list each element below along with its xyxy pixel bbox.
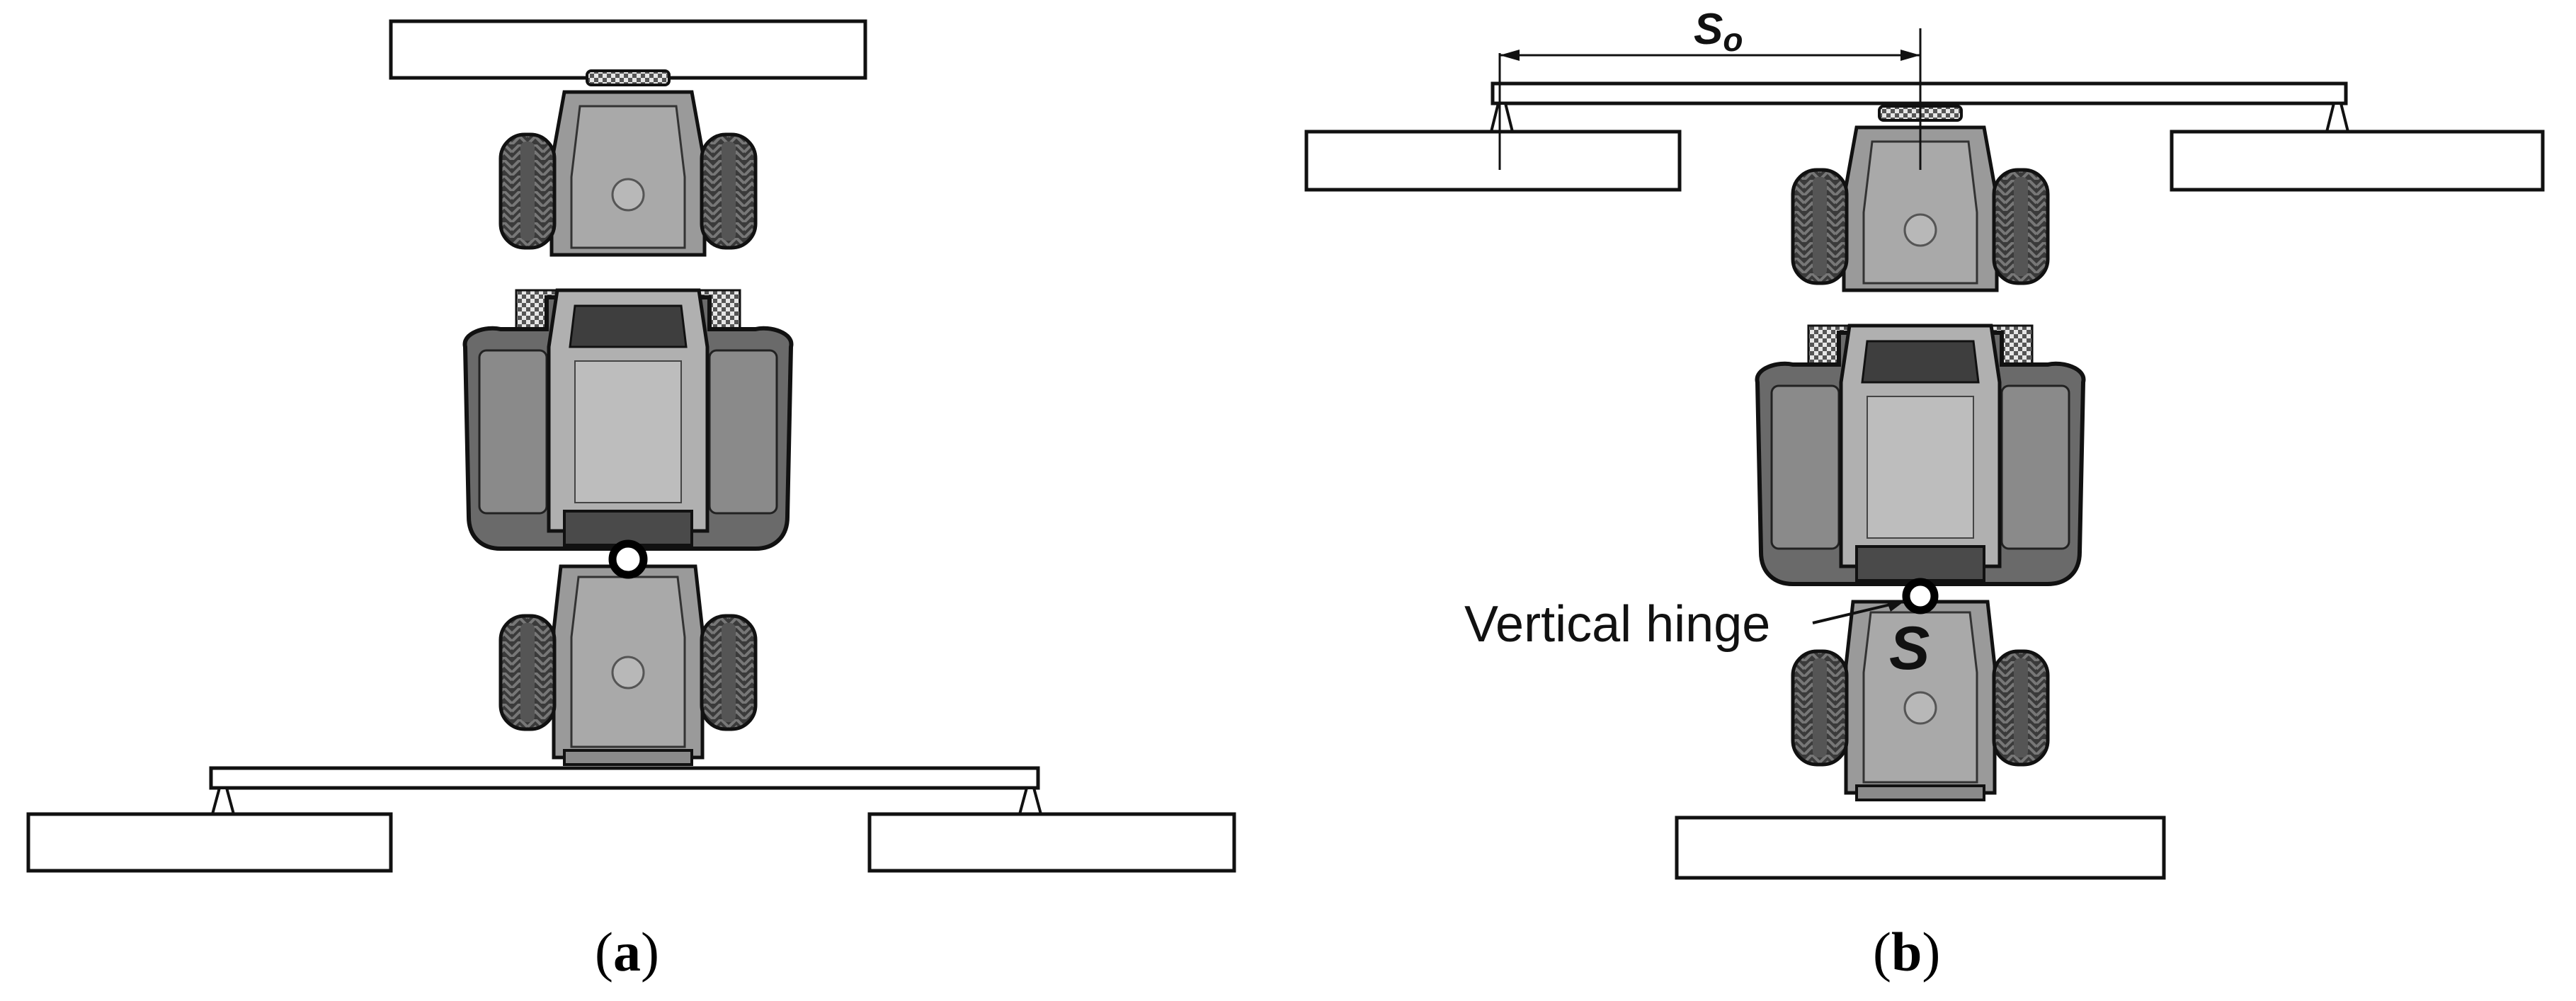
- hinge-point-b: [1902, 578, 1939, 614]
- rear-implement-b: [1675, 816, 2166, 880]
- front-left-implement-b: [1304, 130, 1682, 192]
- caption-a: (a): [595, 921, 659, 983]
- panel-b: So Vertical hinge S: [1304, 5, 2545, 880]
- front-right-implement-b: [2170, 130, 2545, 192]
- front-implement-a: [389, 19, 867, 80]
- rear-mower-frame-a: [209, 766, 1043, 816]
- caption-b: (b): [1873, 921, 1941, 983]
- offset-label: So: [1694, 5, 1743, 58]
- tractor-a: [465, 71, 792, 765]
- panel-a: [26, 19, 1236, 873]
- hinge-point-a: [608, 539, 648, 579]
- rear-right-implement-a: [867, 812, 1236, 873]
- hinge-leader-line: [1812, 602, 1897, 624]
- hinge-symbol: S: [1889, 614, 1930, 682]
- rear-left-implement-a: [26, 812, 393, 873]
- hinge-label: Vertical hinge: [1464, 596, 1770, 653]
- tractor-b: [1757, 106, 2084, 800]
- offset-dimension: [1498, 28, 1922, 170]
- hinge-leader-arrowhead: [1886, 600, 1905, 612]
